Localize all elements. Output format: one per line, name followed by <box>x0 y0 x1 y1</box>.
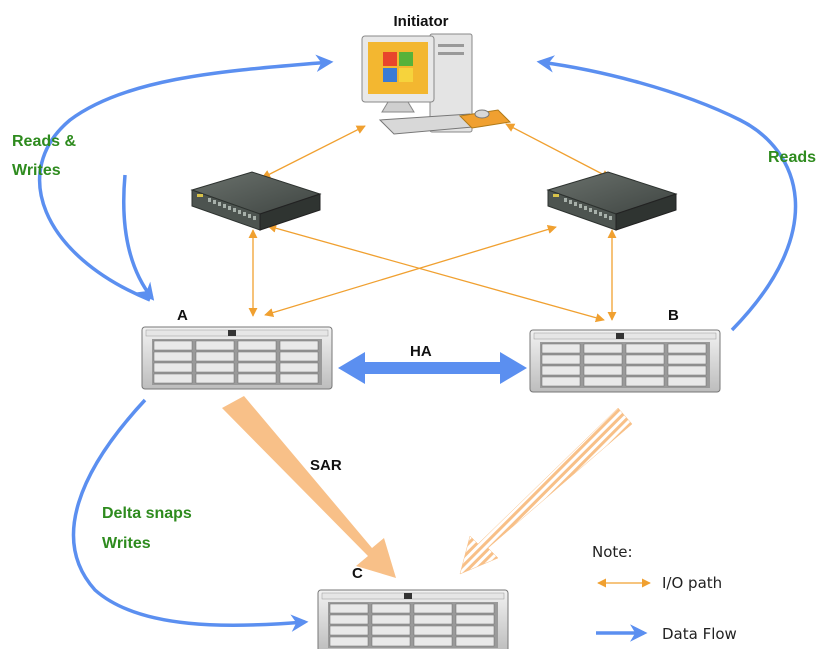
io-path-initiator-switch1 <box>261 125 366 179</box>
delta-snaps-label-line2: Writes <box>102 535 151 552</box>
node-c-label: C <box>352 565 363 582</box>
delta-snaps-label-line1: Delta snaps <box>102 505 192 522</box>
io-path-initiator-switch2 <box>505 123 611 179</box>
legend-io-path-label: I/O path <box>662 574 722 592</box>
node-a-label: A <box>177 307 188 324</box>
reads-writes-label-line1: Reads & <box>12 133 76 150</box>
reads-flow-arrow <box>536 55 798 332</box>
reads-label: Reads <box>768 149 816 166</box>
io-path-switch2-a <box>264 225 557 317</box>
switch-left-icon <box>191 171 321 231</box>
storage-node-c-icon <box>317 589 509 649</box>
storage-node-b-icon <box>529 329 721 393</box>
delta-snaps-flow-arrow <box>71 398 309 632</box>
reads-writes-label-line2: Writes <box>12 162 61 179</box>
ha-replication-arrow <box>338 352 527 384</box>
legend-title: Note: <box>592 543 633 561</box>
reads-writes-flow-arrow-back <box>121 174 155 301</box>
legend-data-flow-label: Data Flow <box>662 625 737 643</box>
io-path-switch1-b <box>267 223 605 323</box>
storage-node-a-icon <box>141 326 333 390</box>
ha-label: HA <box>410 343 432 360</box>
node-b-label: B <box>668 307 679 324</box>
legend: Note: I/O path Data Flow <box>592 543 737 643</box>
b-to-c-replication-arrow <box>459 407 633 575</box>
sar-replication-arrow <box>222 396 396 578</box>
sar-label: SAR <box>310 457 342 474</box>
switch-right-icon <box>547 171 677 231</box>
initiator-label: Initiator <box>394 13 449 30</box>
initiator-computer-icon <box>361 33 512 135</box>
reads-writes-flow-arrow <box>37 54 334 302</box>
